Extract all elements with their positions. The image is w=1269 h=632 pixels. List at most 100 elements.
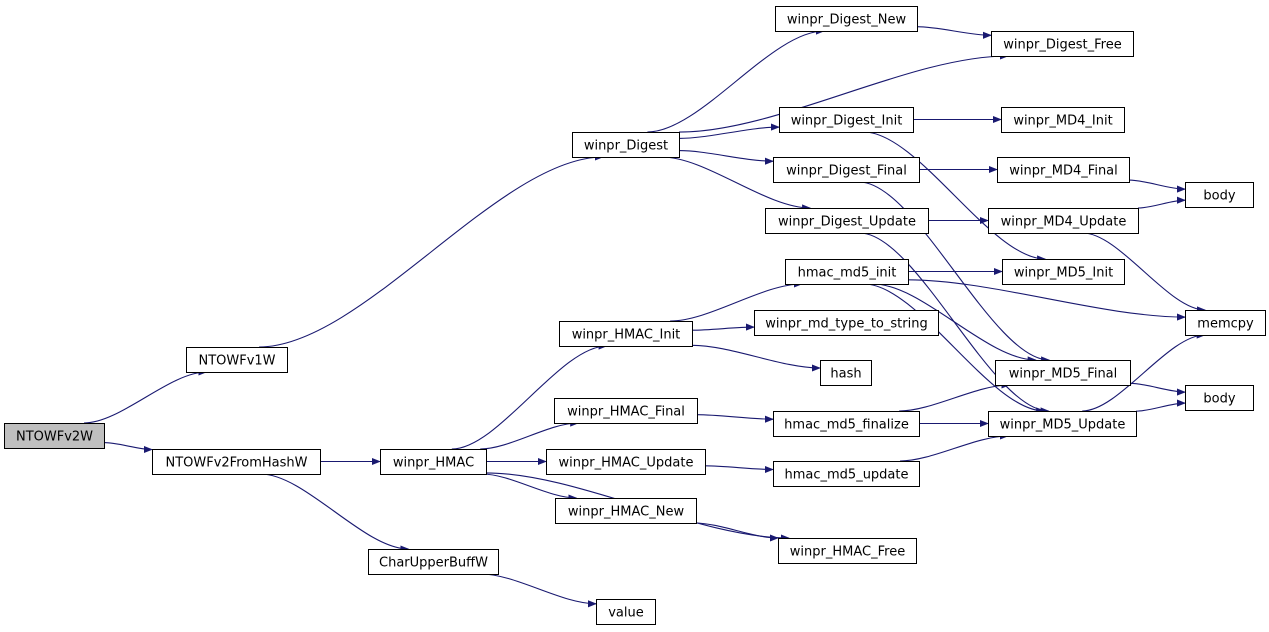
node-box[interactable] bbox=[152, 449, 321, 475]
node-label: winpr_MD4_Update bbox=[1001, 215, 1127, 230]
node-box[interactable] bbox=[820, 360, 872, 386]
node-box[interactable] bbox=[785, 259, 909, 285]
node-label: winpr_Digest_Final bbox=[786, 164, 907, 179]
node-box[interactable] bbox=[554, 398, 698, 424]
node-label: winpr_HMAC_Init bbox=[572, 328, 681, 343]
node-label: winpr_Digest bbox=[584, 139, 668, 154]
node-box[interactable] bbox=[988, 208, 1139, 234]
edge-winpr-digest-to-winpr-digest-free bbox=[678, 52, 1009, 133]
edge-winpr-hmac-to-winpr-hmac-init bbox=[451, 342, 608, 450]
node-box[interactable] bbox=[368, 549, 499, 575]
node-ntowfv1w[interactable]: NTOWFv1W bbox=[186, 347, 288, 373]
node-winpr-md5-final[interactable]: winpr_MD5_Final bbox=[995, 360, 1131, 386]
node-box[interactable] bbox=[572, 132, 680, 158]
node-box[interactable] bbox=[555, 498, 697, 524]
node-hmac-md5-finalize[interactable]: hmac_md5_finalize bbox=[773, 411, 920, 437]
edge-winpr-md4-update-to-memcpy bbox=[1082, 232, 1206, 314]
edge-winpr-md5-final-to-body-2 bbox=[1129, 382, 1186, 396]
node-box[interactable] bbox=[1001, 107, 1125, 133]
node-label: hmac_md5_finalize bbox=[784, 418, 909, 433]
node-box[interactable] bbox=[559, 321, 693, 347]
node-box[interactable] bbox=[773, 461, 920, 487]
node-box[interactable] bbox=[997, 157, 1130, 183]
node-label: winpr_HMAC_Free bbox=[790, 545, 905, 560]
node-winpr-md5-init[interactable]: winpr_MD5_Init bbox=[1002, 259, 1125, 285]
node-winpr-hmac[interactable]: winpr_HMAC bbox=[380, 449, 487, 475]
node-box[interactable] bbox=[991, 31, 1134, 57]
node-label: winpr_HMAC_New bbox=[568, 505, 685, 520]
edge-hmac-md5-init-to-winpr-md5-update bbox=[864, 283, 1046, 415]
node-box[interactable] bbox=[1185, 182, 1254, 208]
node-label: winpr_MD4_Final bbox=[1009, 164, 1118, 179]
node-winpr-hmac-new[interactable]: winpr_HMAC_New bbox=[555, 498, 697, 524]
node-winpr-digest[interactable]: winpr_Digest bbox=[572, 132, 680, 158]
edge-winpr-digest-new-to-winpr-digest-free bbox=[916, 26, 992, 39]
node-winpr-md5-update[interactable]: winpr_MD5_Update bbox=[988, 411, 1137, 437]
node-box[interactable] bbox=[988, 411, 1137, 437]
edge-winpr-md4-update-to-body-1 bbox=[1137, 196, 1186, 209]
node-memcpy[interactable]: memcpy bbox=[1185, 310, 1266, 336]
node-label: memcpy bbox=[1197, 317, 1254, 332]
node-box[interactable] bbox=[995, 360, 1131, 386]
node-winpr-hmac-final[interactable]: winpr_HMAC_Final bbox=[554, 398, 698, 424]
node-hmac-md5-update[interactable]: hmac_md5_update bbox=[773, 461, 920, 487]
node-box[interactable] bbox=[778, 538, 917, 564]
edge-charupperbuffw-to-value bbox=[481, 573, 597, 608]
node-box[interactable] bbox=[596, 599, 656, 625]
node-winpr-digest-init[interactable]: winpr_Digest_Init bbox=[779, 107, 914, 133]
node-label: body bbox=[1203, 189, 1235, 204]
node-winpr-md4-init[interactable]: winpr_MD4_Init bbox=[1001, 107, 1125, 133]
node-winpr-hmac-init[interactable]: winpr_HMAC_Init bbox=[559, 321, 693, 347]
node-label: NTOWFv2FromHashW bbox=[165, 456, 307, 471]
node-box[interactable] bbox=[1002, 259, 1125, 285]
node-winpr-hmac-free[interactable]: winpr_HMAC_Free bbox=[778, 538, 917, 564]
node-box[interactable] bbox=[1185, 385, 1254, 411]
edge-winpr-digest-to-winpr-digest-update bbox=[661, 156, 812, 212]
node-box[interactable] bbox=[186, 347, 288, 373]
edge-winpr-hmac-init-to-hash bbox=[691, 344, 821, 372]
node-body-2[interactable]: body bbox=[1185, 385, 1254, 411]
node-winpr-md-type-to-string[interactable]: winpr_md_type_to_string bbox=[754, 310, 939, 336]
node-box[interactable] bbox=[765, 208, 929, 234]
node-box[interactable] bbox=[1185, 310, 1266, 336]
edge-ntowfv2w-to-ntowfv2fromhashw bbox=[103, 442, 153, 454]
edge-winpr-hmac-init-to-hmac-md5-init bbox=[670, 280, 803, 322]
node-winpr-hmac-update[interactable]: winpr_HMAC_Update bbox=[546, 449, 706, 475]
edge-ntowfv2fromhashw-to-charupperbuffw bbox=[260, 473, 410, 553]
node-label: winpr_Digest_Init bbox=[791, 114, 903, 129]
node-hash[interactable]: hash bbox=[820, 360, 872, 386]
node-label: CharUpperBuffW bbox=[379, 556, 488, 571]
edge-winpr-hmac-final-to-hmac-md5-finalize bbox=[696, 414, 774, 423]
edge-winpr-digest-to-winpr-digest-final bbox=[678, 150, 774, 165]
edge-ntowfv1w-to-winpr-digest bbox=[259, 153, 604, 348]
node-box[interactable] bbox=[779, 107, 914, 133]
node-hmac-md5-init[interactable]: hmac_md5_init bbox=[785, 259, 909, 285]
node-label: winpr_MD5_Update bbox=[1000, 418, 1126, 433]
edge-winpr-md5-update-to-body-2 bbox=[1135, 399, 1186, 412]
nodes: NTOWFv2W NTOWFv1W NTOWFv2FromHashW winpr_Di… bbox=[4, 6, 1266, 625]
node-box bbox=[4, 423, 105, 449]
node-box[interactable] bbox=[546, 449, 706, 475]
node-winpr-digest-update[interactable]: winpr_Digest_Update bbox=[765, 208, 929, 234]
node-label: hmac_md5_init bbox=[798, 266, 897, 281]
node-body-1[interactable]: body bbox=[1185, 182, 1254, 208]
edge-winpr-hmac-to-winpr-hmac-new bbox=[482, 473, 578, 502]
node-ntowfv2w: NTOWFv2W bbox=[4, 423, 105, 449]
node-value[interactable]: value bbox=[596, 599, 656, 625]
node-winpr-md4-update[interactable]: winpr_MD4_Update bbox=[988, 208, 1139, 234]
node-box[interactable] bbox=[773, 411, 920, 437]
node-box[interactable] bbox=[775, 6, 918, 32]
node-winpr-md4-final[interactable]: winpr_MD4_Final bbox=[997, 157, 1130, 183]
node-box[interactable] bbox=[754, 310, 939, 336]
node-winpr-digest-new[interactable]: winpr_Digest_New bbox=[775, 6, 918, 32]
edge-winpr-md5-update-to-memcpy bbox=[1082, 331, 1206, 412]
node-label: hash bbox=[830, 367, 861, 382]
node-charupperbuffw[interactable]: CharUpperBuffW bbox=[368, 549, 499, 575]
node-ntowfv2fromhashw[interactable]: NTOWFv2FromHashW bbox=[152, 449, 321, 475]
node-box[interactable] bbox=[773, 157, 920, 183]
node-label: hmac_md5_update bbox=[784, 468, 908, 483]
node-winpr-digest-free[interactable]: winpr_Digest_Free bbox=[991, 31, 1134, 57]
node-winpr-digest-final[interactable]: winpr_Digest_Final bbox=[773, 157, 920, 183]
node-box[interactable] bbox=[380, 449, 487, 475]
node-label: body bbox=[1203, 392, 1235, 407]
